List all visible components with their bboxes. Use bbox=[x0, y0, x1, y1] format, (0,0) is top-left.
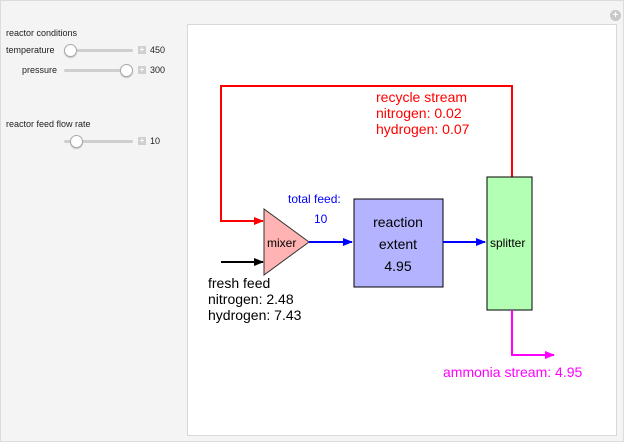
slider-thumb[interactable] bbox=[64, 44, 77, 57]
slider-thumb[interactable] bbox=[120, 64, 133, 77]
mixer-label: mixer bbox=[267, 236, 296, 250]
mixer-block bbox=[263, 208, 310, 276]
temperature-plus-icon[interactable]: + bbox=[138, 45, 146, 54]
reactor-block bbox=[353, 198, 444, 288]
fresh-feed-hydrogen: hydrogen: 7.43 bbox=[208, 307, 302, 323]
section-title-reactor-conditions: reactor conditions bbox=[6, 28, 78, 38]
diagram-canvas: recycle stream nitrogen: 0.02 hydrogen: … bbox=[187, 24, 617, 436]
slider-track bbox=[64, 140, 133, 143]
reaction-extent-value: 4.95 bbox=[384, 258, 411, 274]
pressure-value: 300 bbox=[150, 65, 166, 75]
splitter-label: splitter bbox=[490, 236, 525, 250]
temperature-slider[interactable] bbox=[64, 44, 133, 57]
pressure-label: pressure bbox=[22, 65, 58, 75]
reactor-label-line2: extent bbox=[379, 236, 417, 252]
fresh-feed-title: fresh feed bbox=[208, 275, 270, 291]
slider-thumb[interactable] bbox=[69, 135, 83, 148]
slider-track bbox=[64, 69, 133, 72]
reactor-label-line1: reaction bbox=[373, 214, 423, 230]
ammonia-stream-label: ammonia stream: 4.95 bbox=[443, 364, 582, 380]
pressure-slider[interactable] bbox=[64, 64, 133, 77]
section-title-feed-flow-rate: reactor feed flow rate bbox=[6, 119, 91, 129]
total-feed-value: 10 bbox=[314, 212, 328, 226]
total-feed-label: total feed: bbox=[288, 192, 341, 206]
recycle-stream-line bbox=[220, 85, 513, 225]
temperature-value: 450 bbox=[150, 45, 166, 55]
temperature-label: temperature bbox=[6, 45, 55, 55]
flow-rate-value: 10 bbox=[150, 136, 161, 146]
recycle-title: recycle stream bbox=[376, 89, 467, 105]
slider-track bbox=[64, 49, 133, 52]
flow-rate-plus-icon[interactable]: + bbox=[138, 136, 146, 145]
recycle-hydrogen: hydrogen: 0.07 bbox=[376, 121, 470, 137]
recycle-nitrogen: nitrogen: 0.02 bbox=[376, 105, 462, 121]
ammonia-stream-line bbox=[511, 310, 555, 359]
options-plus-icon[interactable]: + bbox=[610, 10, 621, 21]
fresh-feed-nitrogen: nitrogen: 2.48 bbox=[208, 291, 294, 307]
flow-rate-slider[interactable] bbox=[64, 135, 133, 148]
splitter-block bbox=[486, 176, 533, 311]
pressure-plus-icon[interactable]: + bbox=[138, 65, 146, 74]
process-flow-diagram: recycle stream nitrogen: 0.02 hydrogen: … bbox=[208, 85, 582, 380]
